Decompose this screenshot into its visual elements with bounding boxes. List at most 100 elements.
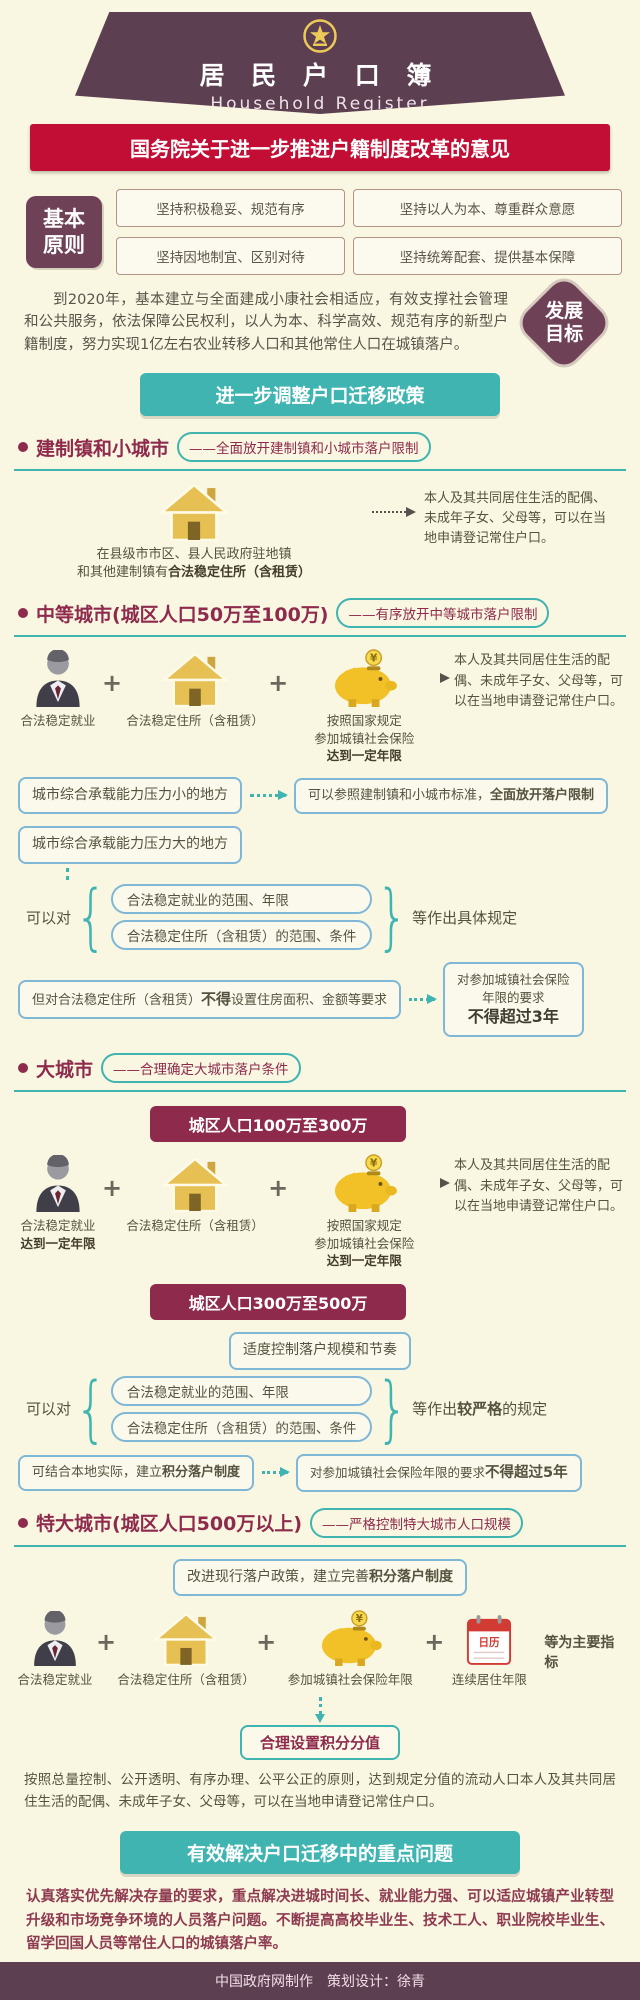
insurance-condition: ¥ 按照国家规定 参加城镇社会保险达到一定年限 bbox=[288, 649, 440, 765]
section-title: 建制镇和小城市 bbox=[36, 437, 170, 460]
dotted-connector-icon bbox=[66, 868, 69, 881]
bullet-icon bbox=[18, 608, 28, 619]
calendar-icon: 日历 bbox=[467, 1615, 512, 1666]
brace-close-icon bbox=[376, 881, 408, 954]
footer-credits: 中国政府网制作 策划设计：徐青 bbox=[0, 1962, 640, 2000]
section-title: 中等城市(城区人口50万至100万) bbox=[36, 603, 329, 626]
down-arrow-icon bbox=[314, 1696, 325, 1723]
large-conditions-row: 合法稳定就业达到一定年限 + 合法稳定住所（含租赁） + ¥ bbox=[14, 1154, 626, 1270]
bullet-icon bbox=[18, 1517, 28, 1528]
person-icon bbox=[34, 1611, 76, 1667]
residence-caption: 合法稳定住所（含租赁） bbox=[126, 713, 264, 729]
low-pressure-box: 城市综合承载能力压力小的地方 bbox=[18, 776, 242, 815]
insurance-cap-box: 对参加城镇社会保险年限的要求不得超过5年 bbox=[296, 1453, 582, 1492]
large-result-text: 本人及其共同居住生活的配偶、未成年子女、父母等，可以在当地申请登记常住户口。 bbox=[454, 1158, 624, 1214]
household-register-banner: 居 民 户 口 簿 Household Register bbox=[75, 12, 565, 114]
scope-item: 合法稳定住所（含租赁）的范围、条件 bbox=[110, 1411, 373, 1442]
piggy-bank-icon: ¥ bbox=[335, 1154, 398, 1213]
may-prefix: 可以对 bbox=[26, 908, 72, 927]
may-suffix: 等作出较严格的规定 bbox=[412, 1400, 548, 1419]
insurance-condition: ¥ 按照国家规定 参加城镇社会保险达到一定年限 bbox=[288, 1154, 440, 1270]
medium-scope-rule: 可以对 合法稳定就业的范围、年限 合法稳定住所（含租赁）的范围、条件 等作出具体… bbox=[26, 884, 614, 951]
population-band-1m-3m: 城区人口100万至300万 bbox=[150, 1106, 406, 1143]
person-icon bbox=[36, 650, 80, 708]
section-subtitle: ——严格控制特大城市人口规模 bbox=[310, 1507, 524, 1538]
key-problems-text: 认真落实优先解决存量的要求，重点解决进城时间长、就业能力强、可以适应城镇产业转型… bbox=[26, 1889, 614, 1953]
residence-caption: 合法稳定住所（含租赁） bbox=[117, 1672, 255, 1688]
employment-condition: 合法稳定就业 bbox=[14, 649, 102, 730]
house-icon bbox=[154, 1613, 219, 1667]
teal-arrow-icon bbox=[262, 1467, 291, 1478]
section-title: 大城市 bbox=[36, 1058, 94, 1081]
control-pace-box: 适度控制落户规模和节奏 bbox=[229, 1331, 411, 1370]
residence-condition: 合法稳定住所（含租赁） bbox=[122, 649, 268, 730]
large-scope-rule: 可以对 合法稳定就业的范围、年限 合法稳定住所（含租赁）的范围、条件 等作出较严… bbox=[26, 1375, 614, 1442]
employment-condition: 合法稳定就业达到一定年限 bbox=[14, 1154, 102, 1252]
brace-open-icon bbox=[75, 1372, 107, 1445]
insurance-caption: 按照国家规定 参加城镇社会保险达到一定年限 bbox=[314, 713, 415, 764]
register-subtitle: Household Register bbox=[210, 94, 430, 114]
high-pressure-row: 城市综合承载能力压力大的地方 bbox=[18, 826, 622, 865]
brace-open-icon bbox=[75, 881, 107, 954]
svg-text:¥: ¥ bbox=[356, 1614, 364, 1626]
duration-condition: 日历 连续居住年限 bbox=[444, 1608, 534, 1689]
residence-condition: 在县级市市区、县人民政府驻地镇 和其他建制镇有合法稳定住所（含租赁） bbox=[26, 483, 362, 582]
bullet-icon bbox=[18, 1063, 28, 1074]
section-subtitle: ——全面放开建制镇和小城市落户限制 bbox=[177, 432, 431, 462]
low-pressure-row: 城市综合承载能力压力小的地方 可以参照建制镇和小城市标准，全面放开落户限制 bbox=[18, 776, 622, 815]
principle-item: 坚持以人为本、尊重群众意愿 bbox=[353, 189, 622, 227]
section-subtitle: ——有序放开中等城市落户限制 bbox=[336, 598, 550, 629]
scope-items: 合法稳定就业的范围、年限 合法稳定住所（含租赁）的范围、条件 bbox=[110, 884, 373, 951]
piggy-bank-icon: ¥ bbox=[322, 1610, 382, 1667]
employment-condition: 合法稳定就业 bbox=[14, 1608, 96, 1689]
svg-text:日历: 日历 bbox=[479, 1637, 501, 1649]
plus-icon: + bbox=[96, 1628, 117, 1657]
medium-restriction-row: 但对合法稳定住所（含租赁）不得设置住房面积、金额等要求 对参加城镇社会保险 年限… bbox=[18, 962, 622, 1038]
towns-condition-row: 在县级市市区、县人民政府驻地镇 和其他建制镇有合法稳定住所（含租赁） 本人及其共… bbox=[26, 483, 614, 582]
medium-result-text: 本人及其共同居住生活的配偶、未成年子女、父母等，可以在当地申请登记常住户口。 bbox=[454, 653, 624, 709]
section-subtitle: ——合理确定大城市落户条件 bbox=[101, 1053, 301, 1084]
house-icon bbox=[162, 1158, 229, 1213]
scope-item: 合法稳定住所（含租赁）的范围、条件 bbox=[110, 920, 373, 951]
scope-items: 合法稳定就业的范围、年限 合法稳定住所（含租赁）的范围、条件 bbox=[110, 1375, 373, 1442]
teal-arrow-icon bbox=[250, 790, 288, 801]
duration-caption: 连续居住年限 bbox=[451, 1672, 527, 1688]
section-towns-header: 建制镇和小城市 ——全面放开建制镇和小城市落户限制 bbox=[14, 432, 626, 471]
key-problems-banner: 有效解决户口迁移中的重点问题 bbox=[120, 1831, 520, 1875]
towns-result-text: 本人及其共同居住生活的配偶、未成年子女、父母等，可以在当地申请登记常住户口。 bbox=[424, 491, 607, 547]
dotted-arrow-icon bbox=[440, 1178, 450, 1189]
section-mega-header: 特大城市(城区人口500万以上) ——严格控制特大城市人口规模 bbox=[14, 1507, 626, 1547]
medium-conditions-row: 合法稳定就业 + 合法稳定住所（含租赁） + ¥ bbox=[14, 649, 626, 765]
plus-icon: + bbox=[268, 1174, 289, 1203]
dotted-arrow-icon bbox=[440, 673, 450, 684]
employment-caption: 合法稳定就业 bbox=[17, 1672, 93, 1688]
principle-item: 坚持积极稳妥、规范有序 bbox=[116, 189, 346, 227]
national-emblem-icon bbox=[303, 19, 337, 53]
policy-banner: 进一步调整户口迁移政策 bbox=[140, 373, 500, 416]
residence-condition: 合法稳定住所（含租赁） bbox=[122, 1154, 268, 1235]
goals-badge: 发展 目标 bbox=[515, 274, 613, 372]
residence-caption: 合法稳定住所（含租赁） bbox=[126, 1218, 264, 1234]
mega-conditions-row: 合法稳定就业 + 合法稳定住所（含租赁） + ¥ bbox=[14, 1608, 626, 1689]
plus-icon: + bbox=[256, 1628, 277, 1657]
principles-grid: 坚持积极稳妥、规范有序 坚持以人为本、尊重群众意愿 坚持因地制宜、区别对待 坚持… bbox=[116, 189, 622, 275]
insurance-caption: 参加城镇社会保险年限 bbox=[287, 1672, 413, 1688]
plus-icon: + bbox=[424, 1628, 445, 1657]
piggy-bank-icon: ¥ bbox=[335, 649, 398, 708]
section-title: 特大城市(城区人口500万以上) bbox=[36, 1513, 303, 1536]
svg-text:¥: ¥ bbox=[370, 652, 378, 665]
goals-text: 到2020年，基本建立与全面建成小康社会相适应，有效支撑社会管理和公共服务，依法… bbox=[24, 292, 508, 353]
house-caption: 在县级市市区、县人民政府驻地镇 和其他建制镇有合法稳定住所（含租赁） bbox=[76, 547, 312, 581]
high-pressure-box: 城市综合承载能力压力大的地方 bbox=[18, 826, 242, 865]
score-setting-box: 合理设置积分分值 bbox=[239, 1724, 400, 1760]
population-band-3m-5m: 城区人口300万至500万 bbox=[150, 1283, 406, 1320]
development-goals-section: 到2020年，基本建立与全面建成小康社会相适应，有效支撑社会管理和公共服务，依法… bbox=[24, 274, 616, 372]
teal-arrow-icon bbox=[409, 994, 438, 1005]
principle-item: 坚持因地制宜、区别对待 bbox=[116, 237, 346, 275]
scope-item: 合法稳定就业的范围、年限 bbox=[110, 1375, 373, 1406]
plus-icon: + bbox=[102, 669, 123, 698]
employment-caption: 合法稳定就业达到一定年限 bbox=[20, 1218, 96, 1251]
insurance-caption: 按照国家规定 参加城镇社会保险达到一定年限 bbox=[314, 1218, 415, 1269]
scope-item: 合法稳定就业的范围、年限 bbox=[110, 884, 373, 915]
